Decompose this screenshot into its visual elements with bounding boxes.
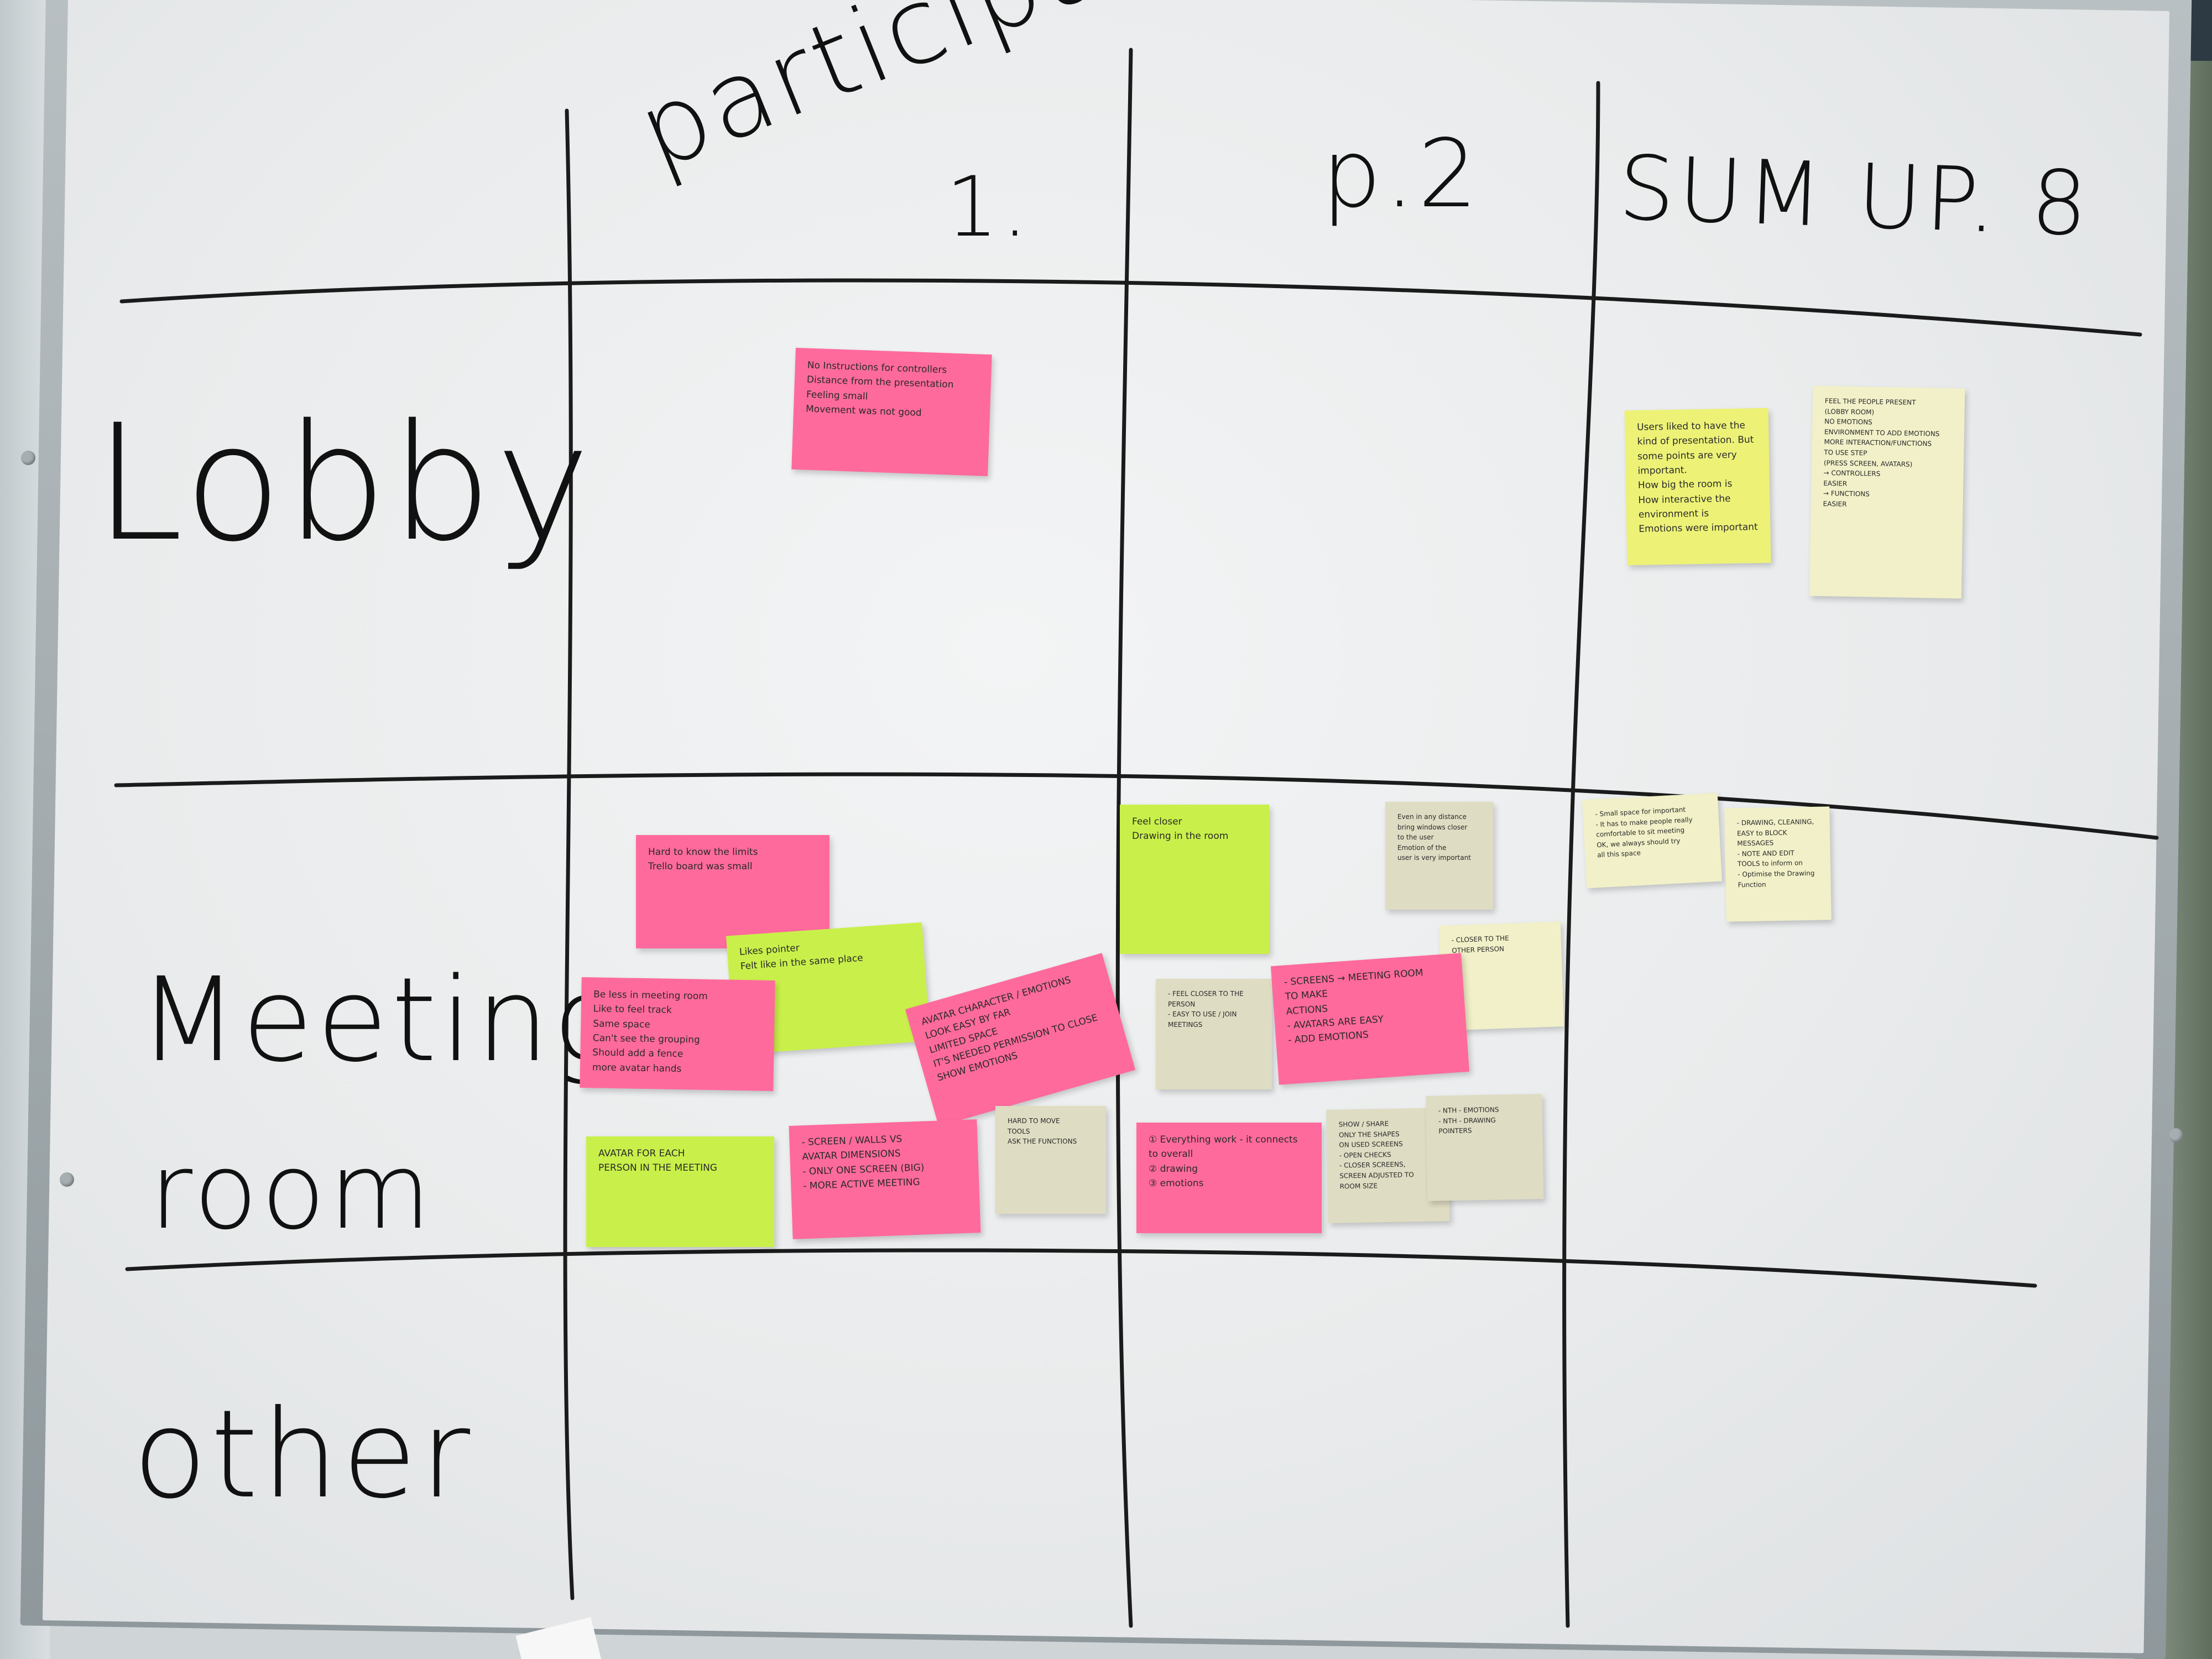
column-header-p2: p.2 [1322,119,1481,229]
sticky-note-line: user is very important [1397,854,1472,862]
sticky-note-line: ② drawing [1149,1163,1198,1175]
sticky-note-line: bring windows closer [1397,823,1468,831]
sticky-note: HARD TO MOVE TOOLS ASK THE FUNCTIONS [995,1106,1106,1214]
sticky-note-line: Hard to know the limits [648,847,758,858]
sticky-note-line: - DRAWING, CLEANING, [1736,817,1814,827]
sticky-note-line: more avatar hands [592,1062,682,1074]
sticky-note-line: - Optimise the Drawing [1738,869,1815,879]
sticky-note-line: some points are very important. [1637,449,1740,477]
sticky-note-line: - EASY TO USE / JOIN [1168,1010,1237,1019]
row-label-other: other [133,1384,474,1525]
sticky-note-line: How interactive the environment is [1638,493,1734,520]
grid-line-lobby [114,772,2159,840]
sticky-note-line: Drawing in the room [1132,831,1229,842]
sticky-note: ① Everything work - it connects to overa… [1136,1123,1322,1233]
sticky-note-line: ③ emotions [1149,1178,1204,1190]
sticky-note-line: Emotions were important [1639,521,1758,535]
board-mount [60,1172,74,1187]
sticky-note-line: How big the room is [1637,478,1733,492]
sticky-note-line: kind of presentation. But [1637,434,1754,448]
grid-line-col1 [563,108,575,1600]
grid-line-header [119,278,2142,337]
column-header-participant-number: 1. [946,159,1032,255]
sticky-note-line: EASY to BLOCK MESSAGES [1736,828,1790,848]
sticky-note-line: EASIER [1823,499,1847,508]
sticky-note-line: Users liked to have the [1636,420,1746,433]
sticky-note-line: Feel closer [1132,816,1182,827]
sticky-note-line: to the user [1397,833,1434,842]
sticky-note-line: Even in any distance [1397,813,1467,821]
sticky-note-line: Function [1738,880,1766,889]
sticky-note-line: PERSON IN THE MEETING [598,1162,717,1174]
board-mount [2169,1128,2183,1142]
column-header-sum-up: SUM UP. 8 [1616,136,2093,256]
sticky-note-line: PERSON [1168,1000,1196,1008]
row-label-lobby: Lobby [94,390,594,577]
sticky-note: - DRAWING, CLEANING,EASY to BLOCK MESSAG… [1724,806,1832,922]
sticky-note-line: HARD TO MOVE [1008,1117,1060,1125]
sticky-note-line: POINTERS [1438,1126,1472,1135]
sticky-note: - Small space for important- It has to m… [1582,792,1723,889]
row-label-meeting: Meeting [138,952,626,1088]
sticky-note-line: AVATAR FOR EACH [598,1148,685,1159]
sticky-note-line: ASK THE FUNCTIONS [1008,1138,1077,1146]
row-label-room: room [149,1130,435,1253]
sticky-note-line: ① Everything work - it connects to overa… [1149,1134,1301,1160]
sticky-note-line: Trello board was small [648,861,753,873]
grid-line-meeting [125,1248,2037,1288]
sticky-note-line: ROOM SIZE [1339,1181,1378,1191]
grid-line-col3 [1562,81,1600,1628]
sticky-note-line: TOOLS [1008,1127,1030,1135]
sticky-note-line: Emotion of the [1397,843,1447,852]
board-mount [21,451,35,465]
sticky-note-line: - FEEL CLOSER TO THE [1168,990,1244,998]
sticky-note: - FEEL CLOSER TO THE PERSON - EASY TO USE … [1156,979,1272,1089]
grid-line-col2 [1115,48,1133,1628]
sticky-note: FEEL THE PEOPLE PRESENT(LOBBY ROOM)NO EM… [1809,385,1965,599]
sticky-note: AVATAR FOR EACH PERSON IN THE MEETING [586,1136,774,1247]
sticky-note: Even in any distance bring windows closer… [1385,802,1493,910]
sticky-note-line: MEETINGS [1168,1020,1203,1029]
